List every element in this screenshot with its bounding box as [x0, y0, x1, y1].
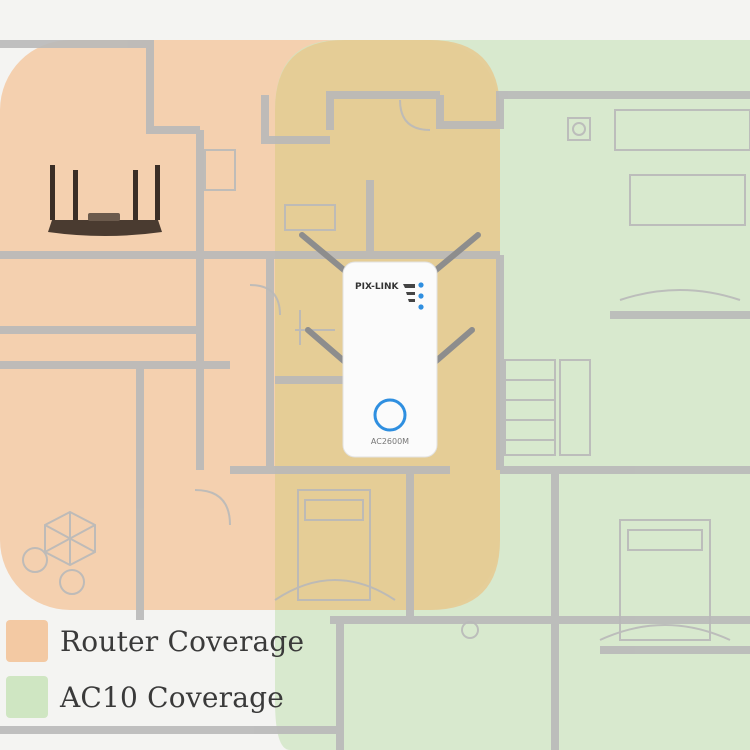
- led-icon: [418, 282, 424, 288]
- extender-brand: PIX-LINK: [355, 282, 400, 292]
- extender-body: [342, 261, 438, 458]
- wps-button-ring: [373, 398, 407, 432]
- led-icon: [418, 304, 424, 310]
- router-body: [48, 220, 162, 236]
- router-antenna: [50, 165, 55, 220]
- extender-model: AC2600M: [371, 437, 409, 446]
- furniture-outlines: [22, 99, 750, 641]
- led-icon: [418, 293, 424, 299]
- router-illustration: [48, 165, 162, 236]
- extender-antenna: [299, 232, 353, 278]
- router-coverage-label: Router Coverage: [60, 624, 305, 658]
- extender-antenna: [427, 232, 481, 278]
- range-extender: PIX-LINK AC2600M: [299, 232, 481, 458]
- router-antenna: [155, 165, 160, 220]
- router-antenna: [73, 170, 78, 220]
- legend-item-router: Router Coverage: [6, 620, 304, 662]
- router-antenna: [133, 170, 138, 220]
- router-coverage-swatch: [6, 620, 48, 662]
- ac10-coverage-swatch: [6, 676, 48, 718]
- legend-item-ac10: AC10 Coverage: [6, 676, 284, 718]
- floor-plan-walls: [0, 40, 750, 750]
- signal-bars-icon: [403, 284, 415, 302]
- ac10-coverage-label: AC10 Coverage: [60, 680, 285, 714]
